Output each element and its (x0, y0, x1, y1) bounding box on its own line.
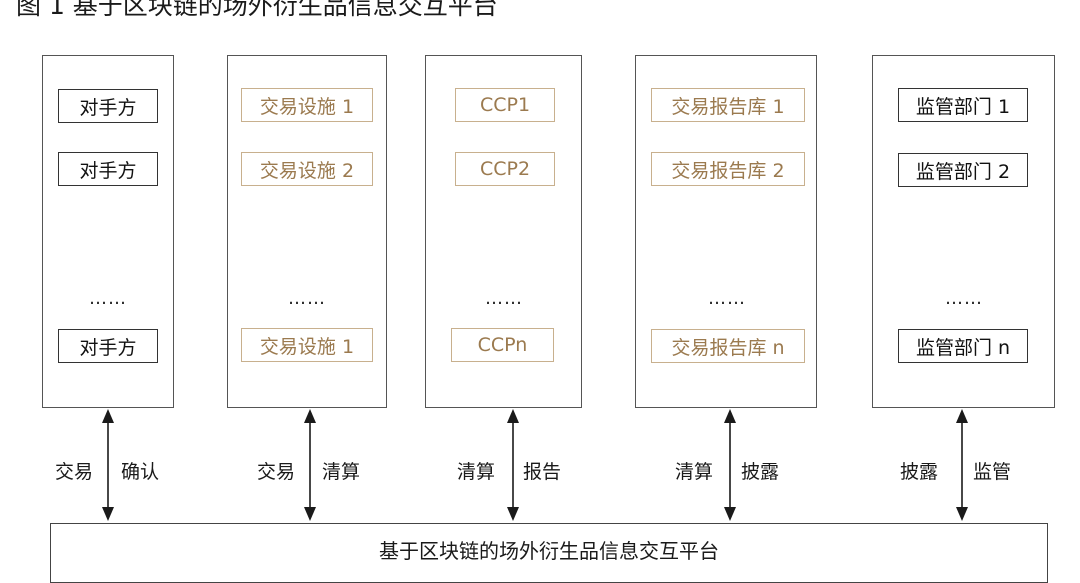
counterparty-box-1: 对手方 (58, 89, 158, 123)
regulator-column: 监管部门 1 监管部门 2 …… 监管部门 n (872, 55, 1055, 408)
trade-repository-column: 交易报告库 1 交易报告库 2 …… 交易报告库 n (635, 55, 817, 408)
counterparty-box-2: 对手方 (58, 152, 158, 186)
link-label-right: 清算 (322, 461, 361, 483)
ellipsis: …… (945, 288, 983, 309)
trading-facility-box-n: 交易设施 1 (241, 328, 373, 362)
counterparty-column: 对手方 对手方 …… 对手方 (42, 55, 174, 408)
regulator-box-1: 监管部门 1 (898, 88, 1028, 122)
link-label-left: 清算 (457, 461, 496, 483)
ccp-box-n: CCPn (451, 328, 554, 362)
trading-facility-box-2: 交易设施 2 (241, 152, 373, 186)
arrow-head-up (507, 409, 519, 423)
arrow-head-up (102, 409, 114, 423)
figure-title: 图 1 基于区块链的场外衍生品信息交互平台 (16, 0, 498, 20)
ccp-box-2: CCP2 (455, 152, 555, 186)
platform-label: 基于区块链的场外衍生品信息交互平台 (379, 539, 719, 563)
link-label-left: 清算 (675, 461, 714, 483)
link-label-left: 交易 (55, 461, 94, 483)
arrow-head-down (724, 507, 736, 521)
ellipsis: …… (485, 288, 523, 309)
arrow-head-down (102, 507, 114, 521)
trade-repository-box-2: 交易报告库 2 (651, 152, 805, 186)
arrow-head-up (724, 409, 736, 423)
regulator-box-2: 监管部门 2 (898, 153, 1028, 187)
link-label-right: 披露 (741, 461, 780, 483)
arrow-head-up (304, 409, 316, 423)
ccp-column: CCP1 CCP2 …… CCPn (425, 55, 582, 408)
connector-arrows (102, 409, 968, 521)
arrow-head-down (507, 507, 519, 521)
trade-repository-box-n: 交易报告库 n (651, 329, 805, 363)
link-label-left: 披露 (900, 461, 939, 483)
arrow-head-up (956, 409, 968, 423)
regulator-box-n: 监管部门 n (898, 329, 1028, 363)
arrow-head-down (304, 507, 316, 521)
link-label-right: 报告 (523, 461, 562, 483)
ccp-box-1: CCP1 (455, 88, 555, 122)
counterparty-box-n: 对手方 (58, 329, 158, 363)
link-label-right: 确认 (121, 461, 160, 483)
trading-facility-box-1: 交易设施 1 (241, 88, 373, 122)
link-label-left: 交易 (257, 461, 296, 483)
arrow-head-down (956, 507, 968, 521)
ellipsis: …… (89, 288, 127, 309)
blockchain-platform-box: 基于区块链的场外衍生品信息交互平台 (50, 523, 1048, 583)
trade-repository-box-1: 交易报告库 1 (651, 88, 805, 122)
ellipsis: …… (288, 288, 326, 309)
trading-facility-column: 交易设施 1 交易设施 2 …… 交易设施 1 (227, 55, 387, 408)
link-label-right: 监管 (973, 461, 1012, 483)
ellipsis: …… (708, 288, 746, 309)
